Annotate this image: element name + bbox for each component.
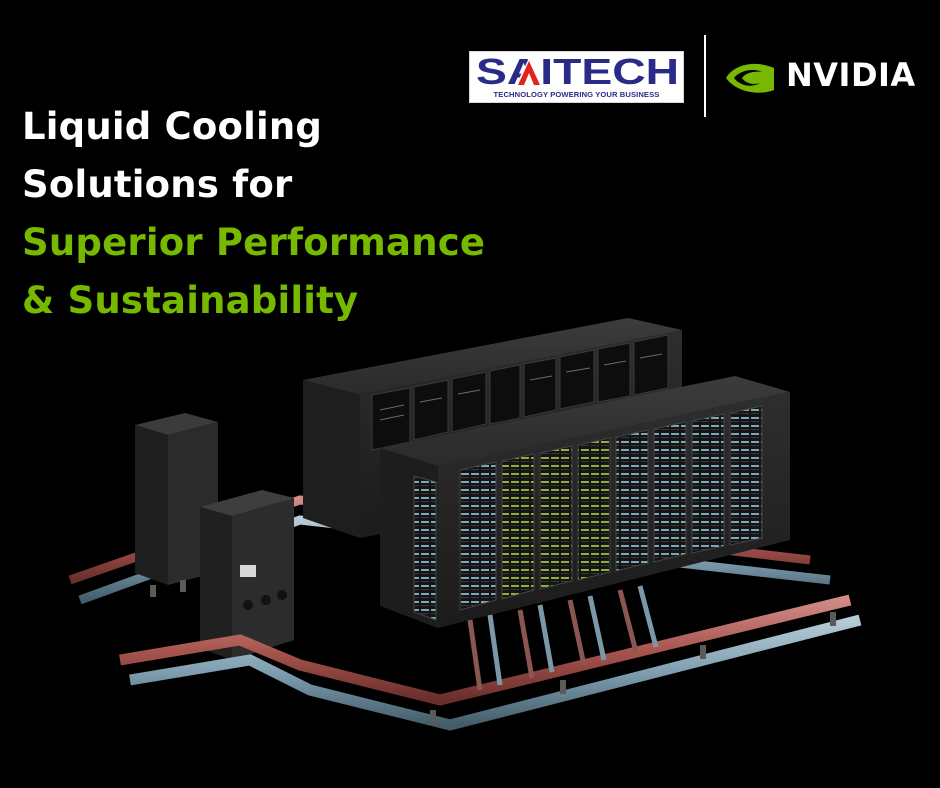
datacenter-illustration xyxy=(68,318,862,731)
headline-line-3: Superior Performance xyxy=(22,221,486,264)
headline: Liquid Cooling Solutions for Superior Pe… xyxy=(22,98,485,330)
saitech-tagline: TECHNOLOGY POWERING YOUR BUSINESS xyxy=(493,90,660,99)
cooling-distribution-unit-front xyxy=(200,490,294,660)
saitech-logo: SAITECH TECHNOLOGY POWERING YOUR BUSINES… xyxy=(469,51,684,103)
headline-line-2: Solutions for xyxy=(22,163,293,206)
nvidia-eye-icon xyxy=(726,62,780,93)
headline-line-1: Liquid Cooling xyxy=(22,105,323,148)
logo-divider xyxy=(704,35,706,117)
nvidia-logo: NVIDIA xyxy=(722,54,922,98)
saitech-wordmark: SAITECH xyxy=(476,55,679,87)
coolant-pipes-front xyxy=(119,560,862,731)
server-rack-row-front xyxy=(380,376,790,628)
headline-line-4: & Sustainability xyxy=(22,279,359,322)
nvidia-wordmark: NVIDIA xyxy=(786,56,916,94)
svg-text:SAITECH: SAITECH xyxy=(476,55,679,87)
